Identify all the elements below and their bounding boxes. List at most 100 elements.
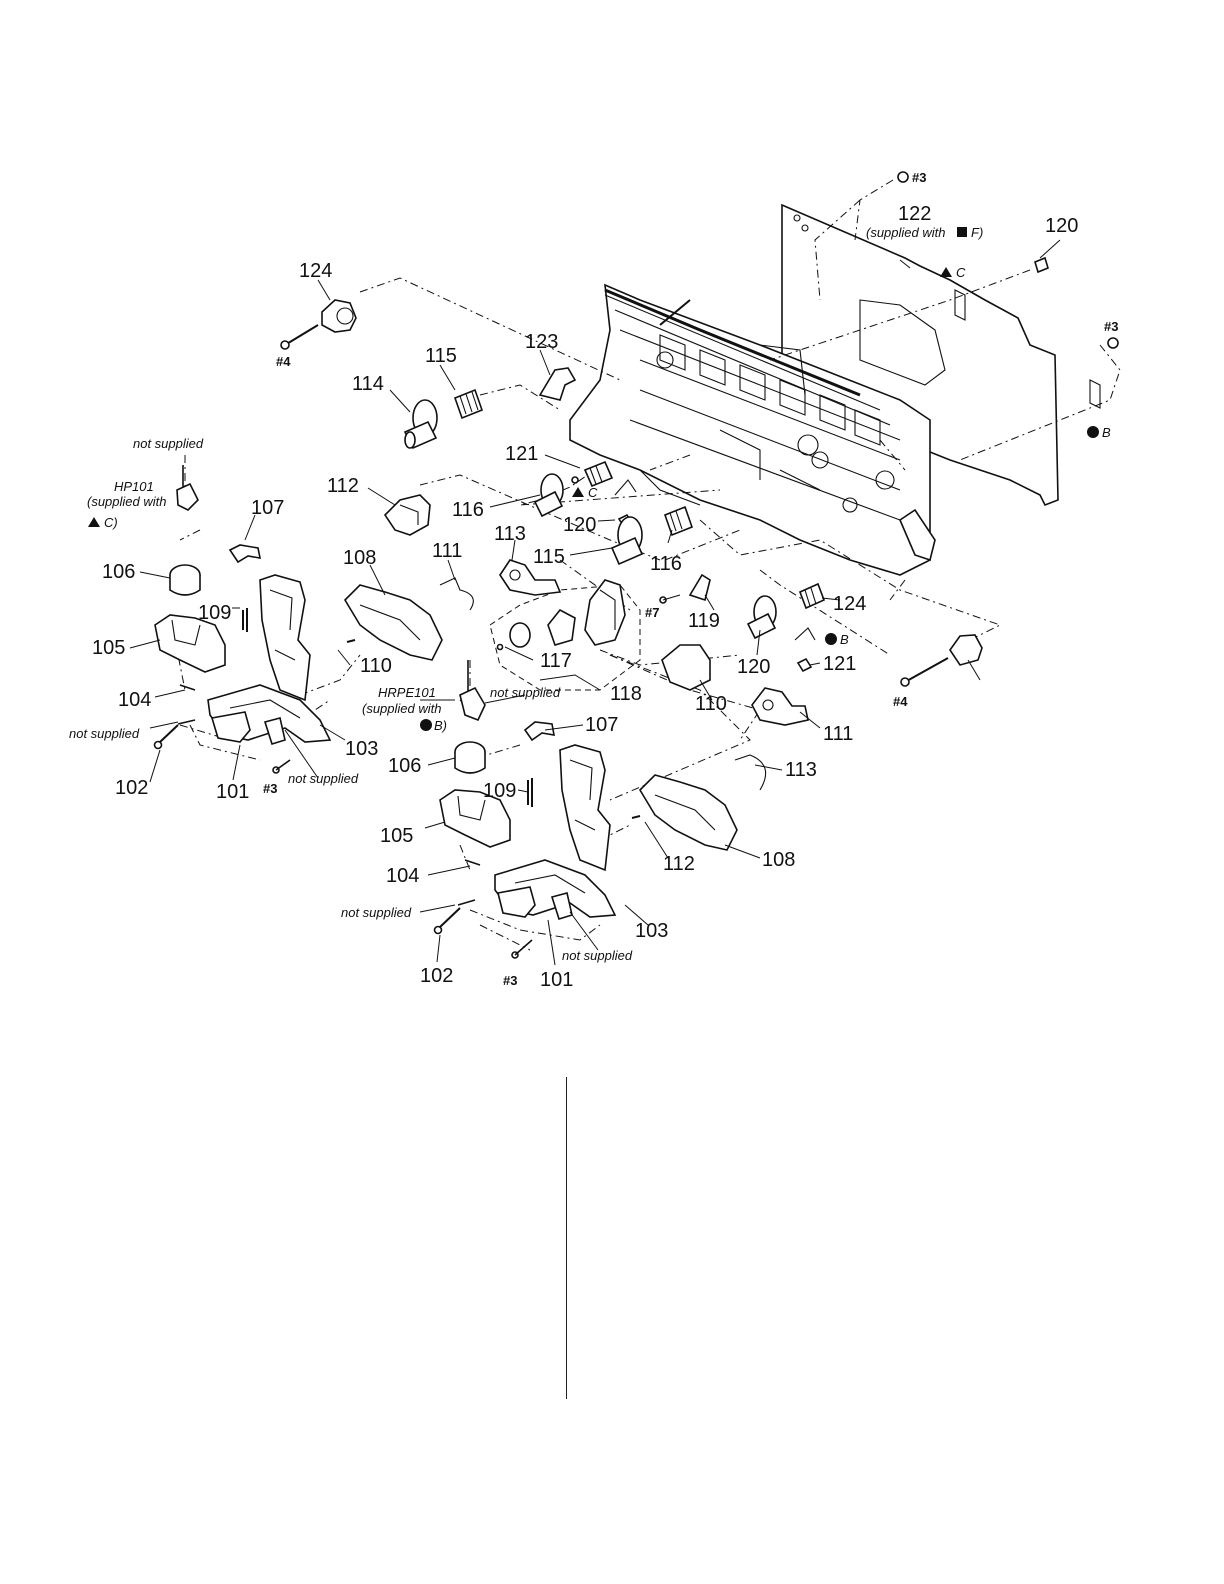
part-113-right [751, 687, 809, 726]
triangle-c-icon-mid [572, 487, 584, 497]
callout-104-lower: 104 [386, 865, 419, 887]
callout-115-mid: 116 [650, 553, 682, 575]
part-116-121-mid [533, 460, 614, 518]
callout-106-lower: 106 [388, 755, 421, 777]
part-115-top [453, 388, 484, 420]
callout-112-right: 110 [695, 693, 727, 715]
callout-110-lower: 112 [663, 853, 695, 875]
callout-101-upper: 101 [216, 781, 249, 803]
callout-122: 122 [898, 203, 931, 225]
note-f-ref: F) [971, 225, 983, 240]
screw-label-3-upper: #3 [263, 781, 277, 796]
part-121-right [798, 582, 826, 610]
square-f-icon [957, 227, 967, 237]
callout-112-upper: 112 [327, 475, 359, 497]
notes: not supplied HP101 (supplied with C) (su… [69, 170, 1118, 988]
callout-115-top: 115 [425, 345, 457, 367]
note-ref-b-top: B [1102, 425, 1111, 440]
callout-103-upper: 103 [345, 738, 378, 760]
triangle-c-icon-top [940, 267, 952, 277]
callout-109-lower: 109 [483, 780, 516, 802]
part-119 [659, 573, 711, 604]
screw-label-3-lower: #3 [503, 973, 517, 988]
screw-top-right [897, 171, 1119, 349]
callout-103-lower: 103 [635, 920, 668, 942]
note-ref-c-top: C [956, 265, 966, 280]
note-supplied-with-2: (supplied with [362, 701, 442, 716]
callout-102-upper: 102 [115, 777, 148, 799]
screw-label-3-top: #3 [912, 170, 926, 185]
callout-107-upper: 107 [251, 497, 284, 519]
callout-102-lower: 102 [420, 965, 453, 987]
callout-110-upper: 110 [360, 655, 392, 677]
callout-105-upper: 105 [92, 637, 125, 659]
left-mechanism-upper [153, 465, 474, 774]
callout-107-lower: 107 [585, 714, 618, 736]
note-supplied-with-f: (supplied with [866, 225, 946, 240]
main-chassis [569, 283, 936, 576]
callout-109-upper: 109 [198, 602, 231, 624]
note-ref-c-mid: C [588, 485, 598, 500]
callout-108-lower: 108 [762, 849, 795, 871]
part-124-top [280, 299, 357, 350]
note-not-supplied-3: not supplied [69, 726, 140, 741]
note-hp101: HP101 [114, 479, 154, 494]
screw-label-4-right: #4 [893, 694, 908, 709]
note-hp101-ref: C) [104, 515, 118, 530]
triangle-c-icon [88, 517, 100, 527]
part-117 [496, 622, 531, 651]
note-not-supplied-4: not supplied [288, 771, 359, 786]
leader-lines [129, 239, 1061, 966]
note-not-supplied-6: not supplied [562, 948, 633, 963]
part-123 [538, 367, 577, 401]
column-divider [566, 1077, 567, 1399]
callout-113-upper: 113 [494, 523, 526, 545]
part-112-right [661, 644, 711, 691]
part-118-assembly [547, 579, 626, 646]
note-hrpe101: HRPE101 [378, 685, 436, 700]
part-115-mid [663, 505, 694, 537]
part-114-top [403, 399, 438, 450]
callout-111-upper: 111 [432, 540, 462, 562]
callout-116-mid: 116 [452, 499, 484, 521]
callout-116-right: 120 [737, 656, 770, 678]
callout-113-right: 111 [823, 723, 853, 745]
screw-label-3-right: #3 [1104, 319, 1118, 334]
callout-114-top: 114 [352, 373, 384, 395]
callout-108-upper: 108 [343, 547, 376, 569]
callout-123: 123 [525, 331, 558, 353]
callout-numbers: 124 115 123 114 121 116 120 112 113 115 … [92, 203, 1078, 991]
part-113-upper [499, 559, 562, 596]
callout-101-lower: 101 [540, 969, 573, 991]
callout-120-top: 120 [1045, 215, 1078, 237]
circle-b-icon-top [1087, 426, 1099, 438]
part-112-upper [383, 494, 431, 536]
callout-119: 119 [688, 610, 720, 632]
note-supplied-with-1: (supplied with [87, 494, 167, 509]
screw-label-7: #7 [645, 605, 659, 620]
part-120-right [794, 627, 816, 673]
callout-124-top: 124 [299, 260, 332, 282]
callout-120-mid: 120 [563, 514, 596, 536]
callout-120-right: 121 [823, 653, 856, 675]
callout-121-right: 124 [833, 593, 866, 615]
callout-118: 118 [610, 683, 642, 705]
note-not-supplied-2: not supplied [490, 685, 561, 700]
note-not-supplied-1: not supplied [133, 436, 204, 451]
note-not-supplied-5: not supplied [341, 905, 412, 920]
note-hrpe101-ref: B) [434, 718, 447, 733]
part-116-right [746, 595, 777, 640]
callout-105-lower: 105 [380, 825, 413, 847]
callout-111-lower: 113 [785, 759, 817, 781]
callout-104-upper: 104 [118, 689, 151, 711]
part-114-mid [610, 516, 644, 566]
screw-label-4-top: #4 [276, 354, 291, 369]
part-124-right [900, 634, 983, 687]
left-mechanism-lower [433, 660, 767, 959]
callout-121-mid: 121 [505, 443, 538, 465]
callout-106-upper: 106 [102, 561, 135, 583]
circle-b-icon-hrpe [420, 719, 432, 731]
callout-114-mid: 115 [533, 546, 565, 568]
callout-117: 117 [540, 650, 572, 672]
